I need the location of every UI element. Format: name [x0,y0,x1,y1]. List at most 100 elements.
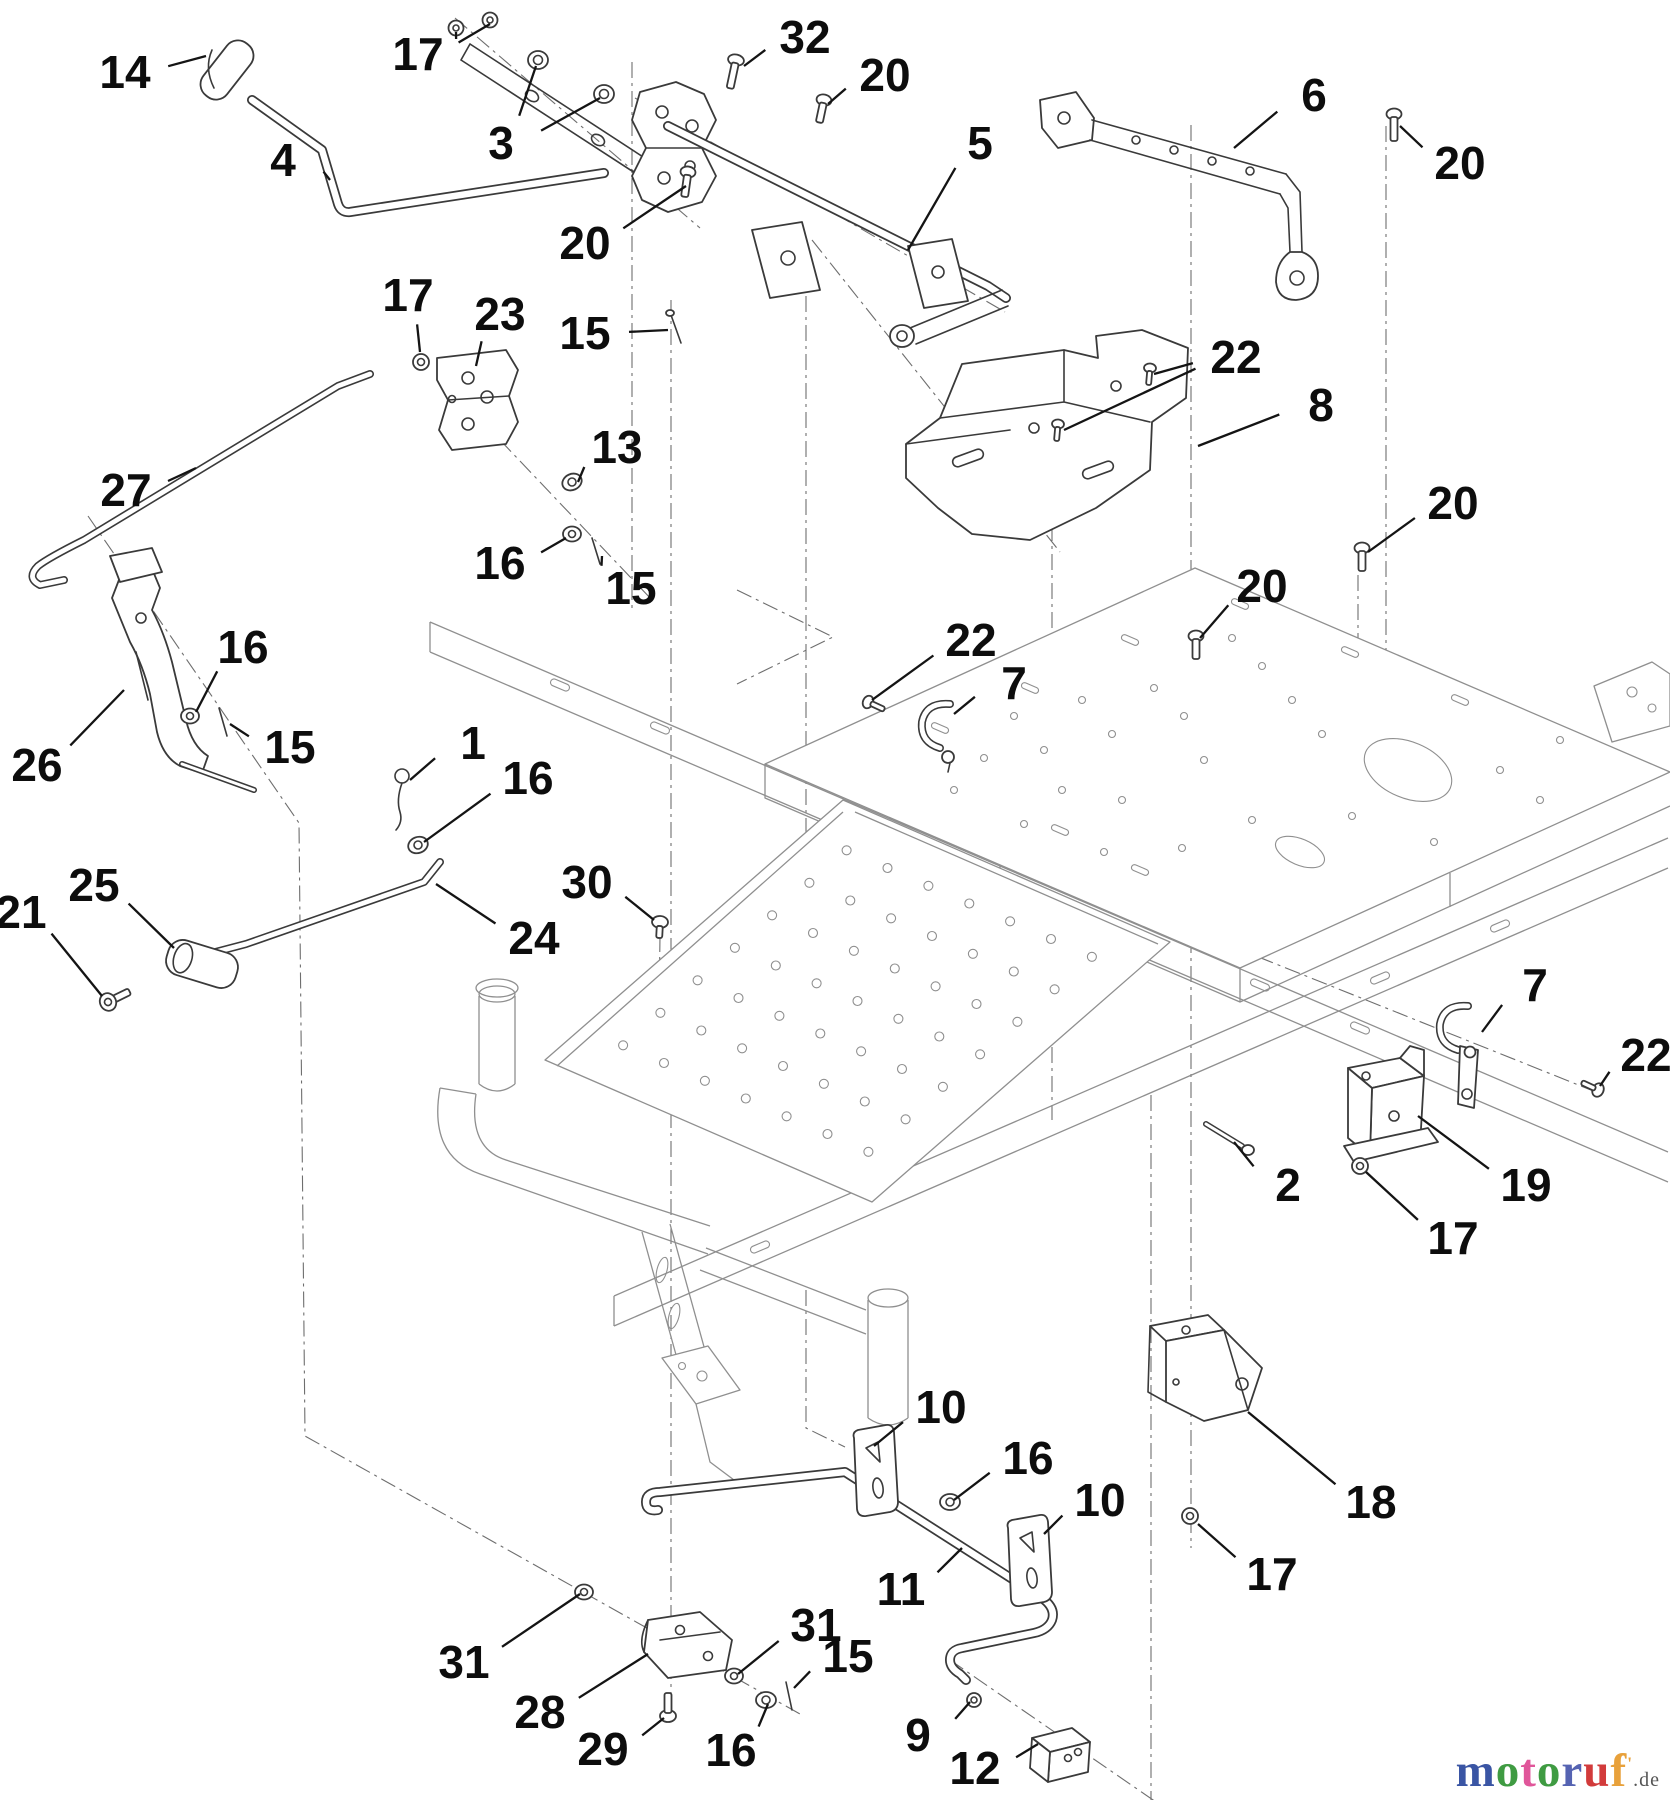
leader-line [628,328,669,334]
callout-16: 16 [705,1724,756,1776]
leader-line [827,87,847,105]
watermark-tick: ' [1627,1753,1634,1774]
deck-hole [1257,661,1267,671]
deck-hole [1107,729,1117,739]
deck-hole [1317,729,1327,739]
callout-24: 24 [508,912,560,964]
leader-line [757,1703,770,1728]
deck-hole [1077,695,1087,705]
leader-line [743,48,766,67]
part-22-screw [861,694,886,713]
leader-line [50,932,103,997]
deck-hole [979,753,989,763]
leader-line [229,723,250,738]
callout-16: 16 [502,752,553,804]
leader-line [641,1717,665,1737]
callout-23: 23 [474,288,525,340]
leader-line [1247,1411,1337,1486]
callout-26: 26 [11,739,62,791]
leader-line [1367,517,1416,553]
leader-line [871,654,935,701]
plate-hole [856,1046,867,1057]
callout-11: 11 [877,1563,926,1615]
plate-hole [815,1028,826,1039]
part-31-washer [574,1583,594,1601]
part-11-rod [641,1467,1058,1685]
part-15-pin [665,309,682,344]
leader-line [1399,125,1424,149]
leader-line [167,54,207,68]
callout-25: 25 [68,859,119,911]
callout-28: 28 [514,1686,565,1738]
plate-hole [930,981,941,992]
plate-hole [811,978,822,989]
leader-line [409,757,436,781]
leader-line [600,555,604,566]
leader-line [518,65,538,117]
deck-hole [1149,683,1159,693]
chassis-frame [429,567,1670,1487]
plate-hole [733,992,744,1004]
deck-hole [1227,633,1237,643]
leader-line [737,1640,780,1675]
part-1-cotter-pin [394,768,410,831]
plate-hole [971,998,982,1010]
deck-hole [1057,785,1067,795]
part-20-bolt [1353,541,1371,572]
frame-bumper [437,1087,711,1255]
leader-line [873,1421,904,1447]
leader-line [1233,110,1279,149]
part-30-bolt [651,915,669,939]
leader-line [1197,1523,1237,1559]
callout-7: 7 [1522,959,1548,1011]
leader-line [1417,1115,1490,1170]
part-20-bolt [1385,107,1403,142]
plate-hole [618,1040,629,1051]
deck-hole [1117,795,1127,805]
leader-line [194,670,219,713]
deck-hole [1535,795,1545,805]
leader-line [69,689,125,747]
plate-hole [822,1128,833,1140]
plate-hole [934,1031,945,1042]
callout-10: 10 [915,1381,966,1433]
parts [28,11,1605,1783]
leader-line [793,1670,811,1689]
deck-hole [949,785,959,795]
plate-hole [882,862,893,874]
plate-hole [729,942,740,953]
part-13-washer [561,472,583,492]
deck-hole [1555,735,1565,745]
callout-20: 20 [1236,560,1287,612]
leader-line [322,170,331,181]
part-10-strap [1006,1513,1053,1608]
plate-hole [926,930,938,942]
leader-line [576,466,586,483]
deck-hole [1009,711,1019,721]
leader-line [1063,367,1196,432]
plate-hole [818,1078,829,1089]
callout-5: 5 [967,117,993,169]
plate-hole [886,913,897,924]
leader-line [1153,361,1194,376]
plate-hole [852,995,863,1007]
plate-hole [889,963,900,974]
deck-holes [949,633,1565,857]
plate-hole [1086,951,1097,962]
plate-hole [655,1007,666,1018]
callout-14: 14 [99,46,151,98]
deck-hole [1039,745,1049,755]
callout-31: 31 [438,1636,489,1688]
engine-deck [764,567,1670,1003]
deck-hole [1495,765,1505,775]
plate-hole [863,1146,874,1157]
part-16-washer [180,707,200,725]
part-7-hook [917,699,955,773]
callout-22: 22 [1210,331,1261,383]
plate-hole [893,1013,904,1024]
callout-6: 6 [1301,69,1327,121]
plate-hole [774,1010,785,1021]
leader-line [458,23,491,44]
